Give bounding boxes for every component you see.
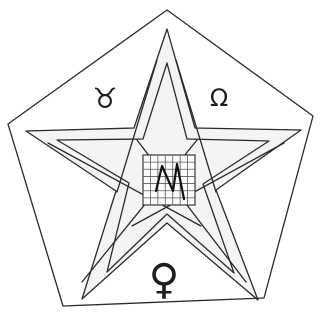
taurus-symbol: ♉ [92, 82, 117, 115]
venus-symbol: ♀ [149, 255, 180, 304]
center-grid [143, 155, 195, 205]
omega-symbol: Ω [210, 84, 228, 112]
